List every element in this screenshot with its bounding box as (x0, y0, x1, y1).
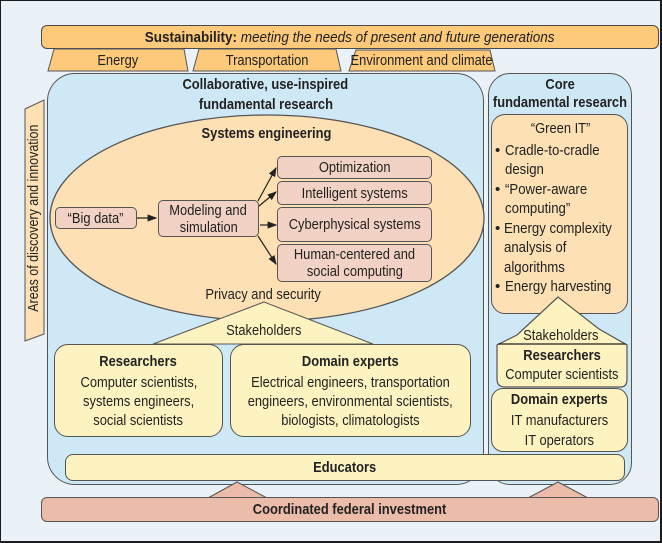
green-it-bullet: • Energy harvesting (495, 277, 627, 297)
arrow-to-intelligent (258, 191, 277, 207)
domain-environment: Environment and climate (351, 49, 493, 71)
domain-experts-line: biologists, climatologists (281, 411, 420, 429)
domain-transportation-label: Transportation (225, 51, 309, 69)
arrow-to-optimization (257, 166, 277, 202)
stakeholders-label: Stakeholders (196, 319, 331, 341)
researchers-line: Computer scientists, (80, 373, 197, 391)
human-centered-line2: social computing (306, 263, 403, 280)
core-stakeholders-label: Stakeholders (501, 326, 621, 344)
sustainability-subtitle: meeting the needs of present and future … (241, 28, 555, 46)
modeling-line2: simulation (179, 218, 238, 236)
researchers-line: social scientists (93, 411, 184, 429)
core-domain-experts-title: Domain experts (511, 390, 608, 408)
cyberphysical-systems-box: Cyberphysical systems (277, 207, 432, 242)
modeling-simulation-box: Modeling and simulation (158, 200, 259, 237)
systems-engineering-title: Systems engineering (151, 122, 381, 144)
core-researchers-box: Researchers Computer scientists (495, 344, 629, 386)
educators-bar: Educators (65, 454, 625, 481)
investment-label: Coordinated federal investment (253, 501, 447, 518)
core-title-line1: Core (545, 76, 575, 93)
sustainability-banner: Sustainability: meeting the needs of pre… (41, 25, 659, 49)
green-it-bullet: • Energy complexity analysis of algorith… (495, 219, 627, 278)
domain-transportation: Transportation (196, 49, 338, 71)
core-researchers-title: Researchers (523, 347, 601, 364)
investment-triangle-right (527, 481, 589, 499)
big-data-box: “Big data” (55, 207, 137, 229)
bullet-icon: • (495, 219, 501, 237)
human-centered-line1: Human-centered and (293, 246, 416, 263)
domain-energy-label: Energy (97, 51, 139, 69)
core-stakeholders-text: Stakeholders (523, 326, 599, 344)
bullet-line: analysis of (504, 239, 567, 256)
optimization-label: Optimization (318, 159, 391, 176)
core-domain-experts-line: IT manufacturers (510, 411, 609, 429)
core-researchers-line: Computer scientists (505, 366, 619, 383)
intelligent-systems-box: Intelligent systems (277, 181, 432, 205)
modeling-line1: Modeling and (169, 201, 248, 219)
trapezoid-environment (348, 49, 496, 72)
bullet-line: algorithms (504, 258, 566, 276)
arrow-to-human-centered (257, 235, 277, 266)
green-it-bullet: • “Power-aware computing” (495, 180, 627, 219)
collaborative-title: Collaborative, use-inspired fundamental … (47, 75, 484, 115)
domain-experts-line: engineers, environmental scientists, (247, 392, 454, 410)
educators-label: Educators (313, 459, 377, 476)
bullet-icon: • (495, 180, 501, 198)
researchers-line: systems engineers, (82, 392, 195, 410)
domain-environment-label: Environment and climate (351, 51, 493, 69)
green-it-title: “Green IT” (531, 120, 591, 137)
core-domain-experts-line: IT operators (524, 431, 595, 449)
trapezoid-transportation (192, 48, 342, 72)
human-centered-box: Human-centered and social computing (277, 244, 432, 282)
core-title-line2: fundamental research (492, 94, 628, 111)
intelligent-systems-label: Intelligent systems (301, 184, 408, 202)
core-title: Core fundamental research (486, 75, 634, 113)
optimization-box: Optimization (277, 156, 432, 179)
privacy-security-label: Privacy and security (161, 284, 366, 304)
domain-energy: Energy (51, 49, 185, 71)
collaborative-title-line1: Collaborative, use-inspired (182, 76, 349, 93)
collaborative-title-line2: fundamental research (198, 96, 333, 113)
bullet-icon: • (495, 278, 501, 295)
green-it-bullet: • Cradle-to-cradle design (495, 141, 627, 180)
domain-experts-line: Electrical engineers, transportation (251, 373, 450, 391)
bullet-line: Cradle-to-cradle (505, 141, 600, 159)
systems-engineering-title-text: Systems engineering (201, 124, 331, 142)
bullet-line: “Power-aware (505, 180, 588, 198)
big-data-label: “Big data” (68, 209, 124, 227)
investment-triangle-left (207, 481, 268, 499)
sustainability-title: Sustainability: (145, 28, 238, 46)
stakeholders-text: Stakeholders (225, 321, 302, 339)
bullet-icon: • (495, 141, 501, 159)
privacy-security-text: Privacy and security (205, 285, 322, 303)
domain-experts-title: Domain experts (302, 352, 399, 370)
bullet-line: design (505, 161, 544, 178)
green-it-box: “Green IT” • Cradle-to-cradle design • “… (491, 114, 628, 314)
bullet-line: Energy harvesting (505, 278, 612, 295)
researchers-title: Researchers (99, 352, 178, 370)
domain-experts-box: Domain experts Electrical engineers, tra… (230, 344, 471, 437)
trapezoid-energy (47, 48, 189, 72)
bullet-line: Energy complexity (504, 219, 613, 237)
cyberphysical-label: Cyberphysical systems (288, 216, 421, 233)
core-domain-experts-box: Domain experts IT manufacturers IT opera… (491, 388, 628, 452)
investment-bar: Coordinated federal investment (41, 497, 659, 522)
researchers-box: Researchers Computer scientists, systems… (54, 344, 223, 437)
bullet-line: computing” (505, 200, 571, 217)
